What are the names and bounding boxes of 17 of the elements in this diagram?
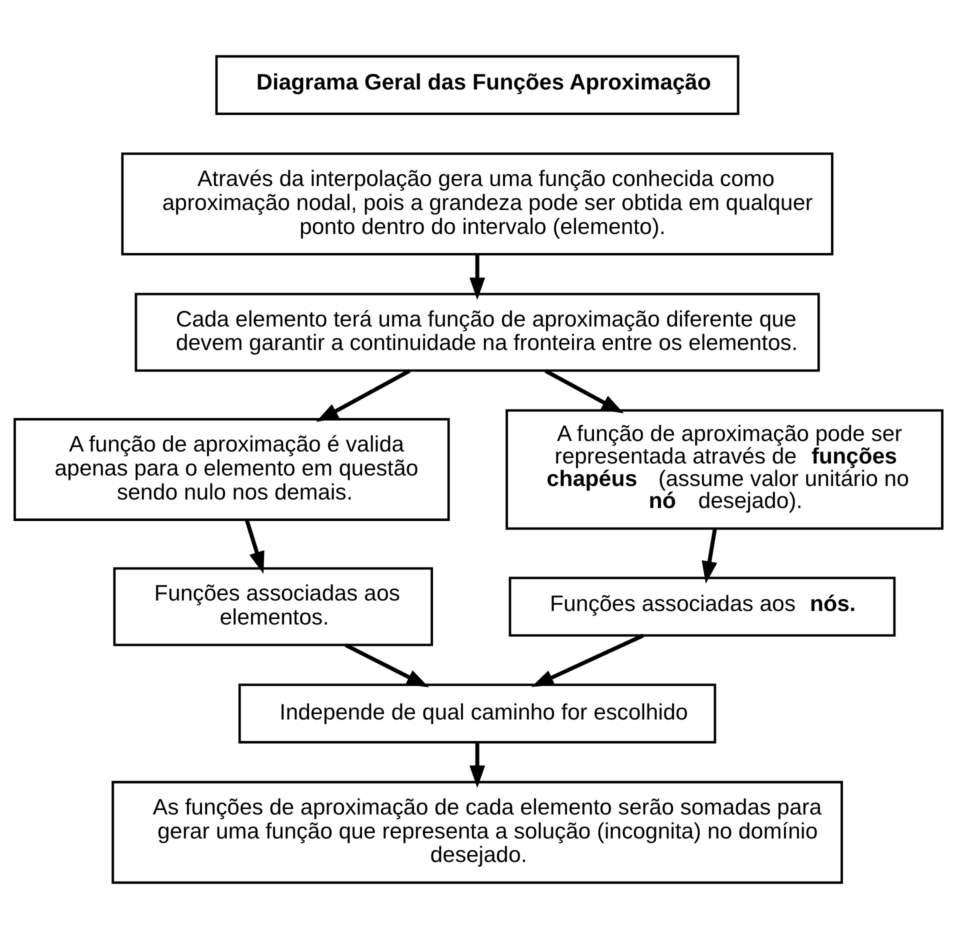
node-box: Funções associadas aos elementos.	[113, 566, 434, 646]
node-box: Cada elemento terá uma função de aproximação diferente que devem garantir a continuidade na fronteira entre os elementos.	[134, 292, 820, 372]
arrow	[531, 633, 644, 687]
arrow	[469, 742, 486, 788]
node-box: Independe de qual caminho for escolhido	[238, 683, 716, 743]
arrow	[316, 368, 410, 422]
arrow	[244, 519, 264, 574]
node-box: A função de aproximação pode ser representada através de funções chapéus (assume valor unitário no nó desejado).	[506, 408, 944, 530]
arrow	[544, 368, 624, 413]
arrow	[702, 528, 718, 584]
node-box: Diagrama Geral das Funções Aproximação	[215, 54, 740, 114]
arrow	[344, 642, 429, 687]
node-box: Através da interpolação gera uma função conhecida como aproximação nodal, pois a grandeza pode ser obtida em qualquer ponto dentro do intervalo (elemento).	[121, 152, 834, 255]
arrow	[469, 254, 486, 300]
node-box: As funções de aproximação de cada elemento serão somadas para gerar uma função que representa a solução (incognita) no domínio desejado.	[112, 780, 843, 884]
node-box: A função de aproximação é valida apenas para o elemento em questão sendo nulo nos demais.	[14, 418, 450, 520]
node-box: Funções associadas aos nós.	[508, 576, 896, 636]
